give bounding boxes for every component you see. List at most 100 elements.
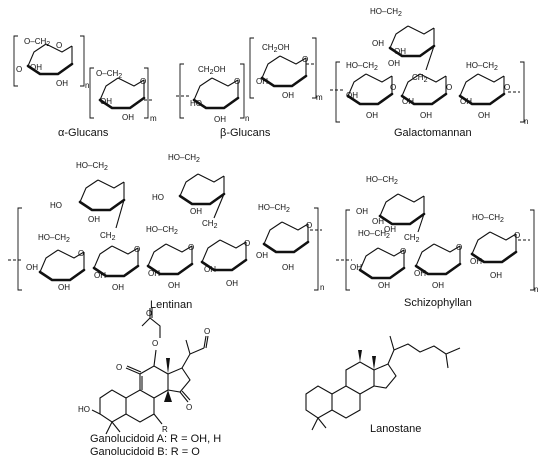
ganolucidoid-a-caption: Ganolucidoid A: R = OH, H (90, 433, 221, 445)
lentinan-oh-branch-1: OH (88, 215, 100, 224)
ganolucidoid-ketone-o-3: O (204, 327, 210, 336)
schizophyllan-ring-o-end: O (514, 231, 520, 240)
alpha-glucans-oh-4: OH (122, 113, 134, 122)
schizophyllan-oh-6: OH (490, 271, 502, 280)
schizophyllan-o-link-1: O (400, 247, 406, 256)
alpha-glucans-m-label: m (150, 114, 157, 123)
galactomannan-ho-ch2-top: HO–CH2 (370, 7, 402, 18)
lentinan-oh-8: OH (226, 279, 238, 288)
schizophyllan-oh-5: OH (470, 257, 482, 266)
lentinan-oh-7: OH (204, 265, 216, 274)
lentinan-h2c-branch-2: CH2 (202, 219, 218, 230)
lentinan-oh-branch-2: OH (190, 207, 202, 216)
lentinan-o-link-4: O (244, 239, 250, 248)
alpha-glucans-o-ch2-label-2: O–CH2 (96, 69, 122, 80)
schizophyllan-oh-4: OH (432, 281, 444, 290)
lentinan-ho-ch2-1: HO–CH2 (38, 233, 70, 244)
galactomannan-oh-6: OH (478, 111, 490, 120)
lentinan-oh-1: OH (26, 263, 38, 272)
lentinan-n-label: n (320, 283, 324, 292)
galactomannan-oh-5: OH (460, 97, 472, 106)
galactomannan-oh-top-1: OH (372, 39, 384, 48)
galactomannan-ho-ch2-1: HO–CH2 (346, 61, 378, 72)
beta-glucans-ho-1: HO (190, 99, 202, 108)
schizophyllan-oh-top-3: OH (384, 225, 396, 234)
alpha-glucans-oh-3: OH (100, 97, 112, 106)
schizophyllan-oh-top-2: OH (372, 217, 384, 226)
alpha-glucans-n-label: n (85, 81, 89, 90)
beta-glucans-structure: CH2OH HO OH O n CH2OH OH OH O m β-Glucan… (176, 37, 323, 139)
galactomannan-structure: HO–CH2 OH OH OH CH2 HO–CH2 OH OH O OH OH… (330, 7, 528, 139)
lentinan-o-link-2: O (134, 245, 140, 254)
lentinan-ho-branch-1: HO (50, 201, 62, 210)
alpha-glucans-ring-o-1: O (56, 41, 62, 50)
ganolucidoid-r-label: R (162, 425, 168, 434)
lentinan-o-link-3: O (188, 243, 194, 252)
galactomannan-ring-o-end: O (504, 83, 510, 92)
galactomannan-ho-ch2-3: HO–CH2 (466, 61, 498, 72)
galactomannan-oh-1: OH (346, 91, 358, 100)
lanostane-caption: Lanostane (370, 423, 421, 435)
beta-glucans-caption: β-Glucans (220, 127, 271, 139)
alpha-glucans-caption: α-Glucans (58, 127, 109, 139)
lentinan-ho-ch2-5: HO–CH2 (258, 203, 290, 214)
schizophyllan-o-link-2: O (456, 243, 462, 252)
ganolucidoid-b-caption: Ganolucidoid B: R = O (90, 446, 200, 458)
ganolucidoid-ho-label: HO (78, 405, 90, 414)
schizophyllan-h2c-branch: CH2 (404, 233, 420, 244)
beta-glucans-ring-o-2: O (302, 55, 308, 64)
beta-glucans-ring-o-1: O (234, 77, 240, 86)
schizophyllan-ho-ch2-3: HO–CH2 (472, 213, 504, 224)
galactomannan-h2c-branch: CH2 (412, 73, 428, 84)
schizophyllan-oh-top-1: OH (356, 207, 368, 216)
schizophyllan-caption: Schizophyllan (404, 297, 472, 309)
alpha-glucans-oh-1: OH (30, 63, 42, 72)
ganolucidoid-structure: O O O O O R HO Ganolucidoid A: R = OH, H… (78, 308, 221, 458)
schizophyllan-oh-3: OH (414, 269, 426, 278)
ganolucidoid-acetate-o-2: O (146, 309, 152, 318)
schizophyllan-n-label: n (534, 285, 538, 294)
alpha-glucans-oh-2: OH (56, 79, 68, 88)
alpha-glucans-ring-o-2: O (140, 77, 146, 86)
lentinan-h2c-branch-1: CH2 (100, 231, 116, 242)
lentinan-ring-o-end: O (306, 221, 312, 230)
schizophyllan-ho-ch2-top: HO–CH2 (366, 175, 398, 186)
lentinan-oh-2: OH (58, 283, 70, 292)
galactomannan-n-label: n (524, 117, 528, 126)
ganolucidoid-acetate-o-1: O (152, 339, 158, 348)
beta-glucans-oh-2: OH (256, 77, 268, 86)
lentinan-oh-9: OH (256, 251, 268, 260)
lanostane-structure: Lanostane (305, 335, 461, 435)
lentinan-ho-branch-2: HO (152, 193, 164, 202)
lentinan-ho-ch2-branch-2: HO–CH2 (168, 153, 200, 164)
beta-glucans-n-label: n (245, 114, 249, 123)
schizophyllan-oh-2: OH (378, 281, 390, 290)
beta-glucans-m-label: m (316, 93, 323, 102)
lentinan-oh-6: OH (168, 281, 180, 290)
galactomannan-oh-top-3: OH (388, 59, 400, 68)
beta-glucans-ch2oh-2: CH2OH (262, 43, 290, 54)
alpha-glucans-o-ch2-label: O–CH2 (24, 37, 50, 48)
lentinan-ho-ch2-3: HO–CH2 (146, 225, 178, 236)
lentinan-oh-3: OH (94, 271, 106, 280)
ganolucidoid-ketone-o-1: O (116, 363, 122, 372)
ganolucidoid-ketone-o-2: O (186, 403, 192, 412)
beta-glucans-oh-3: OH (282, 91, 294, 100)
lentinan-oh-10: OH (282, 263, 294, 272)
galactomannan-o-link-1: O (390, 83, 396, 92)
alpha-glucans-structure: O–CH2 O OH OH O n O–CH2 OH OH O m α-Gluc… (13, 35, 157, 139)
galactomannan-caption: Galactomannan (394, 127, 472, 139)
galactomannan-oh-4: OH (420, 111, 432, 120)
lentinan-structure: HO–CH2 HO OH CH2 HO–CH2 HO OH CH2 HO–CH2… (8, 153, 324, 311)
alpha-glucans-o-label: O (16, 65, 22, 74)
galactomannan-oh-top-2: OH (394, 47, 406, 56)
lentinan-o-link-1: O (78, 249, 84, 258)
galactomannan-o-link-2: O (446, 83, 452, 92)
schizophyllan-ho-ch2-1: HO–CH2 (358, 229, 390, 240)
galactomannan-oh-3: OH (402, 97, 414, 106)
beta-glucans-ch2oh-1: CH2OH (198, 65, 226, 76)
schizophyllan-oh-1: OH (350, 263, 362, 272)
schizophyllan-structure: HO–CH2 OH OH OH CH2 HO–CH2 OH OH O OH OH… (336, 175, 538, 309)
